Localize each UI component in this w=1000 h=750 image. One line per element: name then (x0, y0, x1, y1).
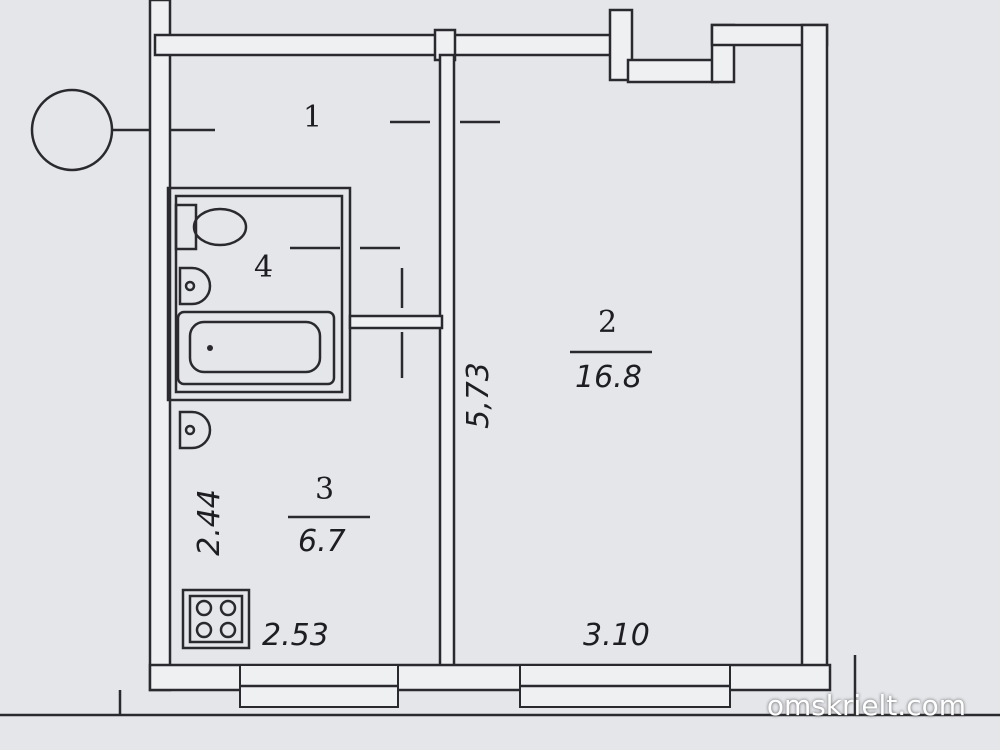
bathroom-walls (166, 186, 444, 402)
kitchen-sink-icon (178, 410, 212, 450)
room-3-area: 6.7 (298, 524, 346, 559)
room-4-number: 4 (254, 250, 274, 285)
stove-icon (181, 588, 251, 650)
window-kitchen (239, 664, 399, 708)
room-1-number: 1 (303, 100, 323, 135)
toilet-icon (174, 203, 248, 251)
watermark: omskrielt.com (766, 689, 966, 722)
kitchen-width-dimension: 2.53 (262, 618, 329, 653)
room-2-number: 2 (598, 305, 618, 340)
kitchen-height-dimension: 2.44 (191, 489, 227, 556)
room-2-area: 16.8 (575, 360, 642, 395)
room-3-number: 3 (315, 472, 335, 507)
window-room (519, 664, 731, 708)
bathtub-icon (176, 310, 336, 386)
sink-icon (178, 266, 212, 306)
room2-width-dimension: 3.10 (583, 618, 650, 653)
room2-length-dimension: 5,73 (460, 362, 496, 429)
